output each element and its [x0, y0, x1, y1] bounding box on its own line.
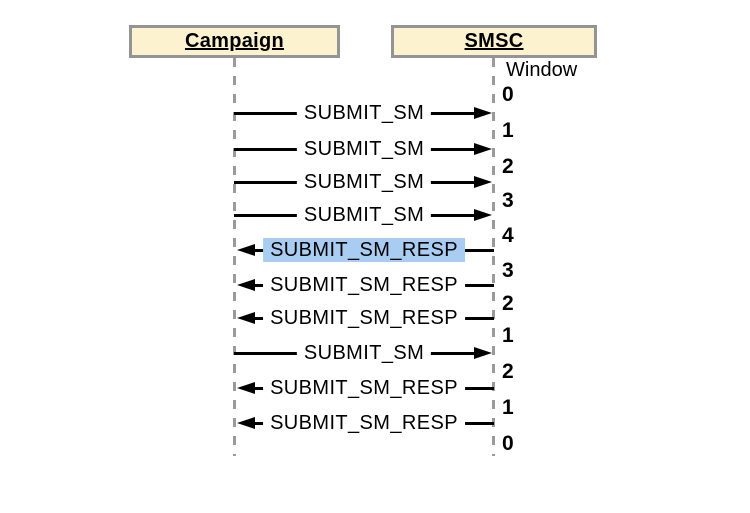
message-label-submit-sm: SUBMIT_SM [296, 203, 432, 227]
actor-box-campaign: Campaign [129, 25, 340, 58]
arrowhead-right-icon [474, 106, 492, 119]
arrowhead-left-icon [237, 243, 255, 256]
message-label-submit-sm: SUBMIT_SM [296, 101, 432, 125]
actor-campaign-label: Campaign [184, 30, 285, 52]
arrowhead-right-icon [474, 142, 492, 155]
lifeline-campaign [233, 58, 236, 456]
actor-box-smsc: SMSC [391, 25, 597, 58]
actor-smsc-label: SMSC [464, 30, 524, 52]
message-label-submit-sm: SUBMIT_SM [296, 341, 432, 365]
window-count: 0 [502, 432, 514, 455]
arrowhead-left-icon [237, 278, 255, 291]
arrowhead-right-icon [474, 346, 492, 359]
lifeline-smsc [492, 58, 495, 456]
window-count: 2 [502, 292, 514, 315]
window-count: 0 [502, 83, 514, 106]
arrowhead-left-icon [237, 311, 255, 324]
arrowhead-left-icon [237, 381, 255, 394]
window-column-label: Window [506, 59, 578, 81]
window-count: 4 [502, 224, 514, 247]
window-count: 3 [502, 259, 514, 282]
message-label-submit-sm: SUBMIT_SM [296, 170, 432, 194]
window-count: 2 [502, 360, 514, 383]
message-label-submit-sm-resp-highlighted: SUBMIT_SM_RESP [263, 238, 465, 262]
message-label-submit-sm: SUBMIT_SM [296, 137, 432, 161]
message-label-submit-sm-resp: SUBMIT_SM_RESP [263, 306, 465, 330]
arrowhead-right-icon [474, 208, 492, 221]
window-count: 1 [502, 396, 514, 419]
window-count: 1 [502, 324, 514, 347]
arrowhead-left-icon [237, 416, 255, 429]
message-label-submit-sm-resp: SUBMIT_SM_RESP [263, 376, 465, 400]
message-label-submit-sm-resp: SUBMIT_SM_RESP [263, 411, 465, 435]
window-count: 2 [502, 155, 514, 178]
message-label-submit-sm-resp: SUBMIT_SM_RESP [263, 273, 465, 297]
window-count: 3 [502, 189, 514, 212]
arrowhead-right-icon [474, 175, 492, 188]
window-count: 1 [502, 119, 514, 142]
